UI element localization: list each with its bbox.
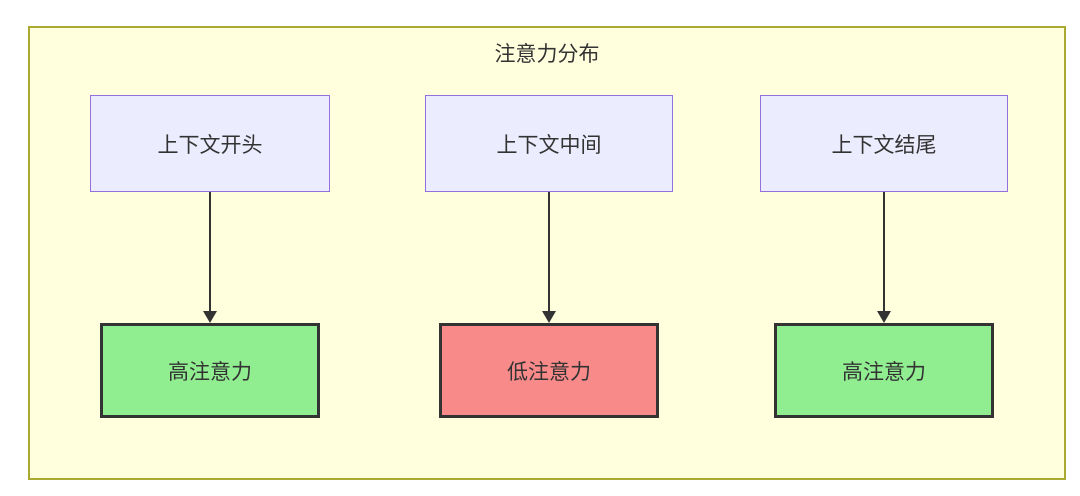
diagram-column-end: 上下文结尾 高注意力 bbox=[760, 95, 1008, 418]
node-high-attention-end: 高注意力 bbox=[774, 323, 994, 418]
arrow-head-icon bbox=[542, 311, 556, 323]
arrow-down-connector bbox=[203, 192, 217, 323]
arrow-line bbox=[209, 192, 211, 311]
arrow-head-icon bbox=[877, 311, 891, 323]
arrow-head-icon bbox=[203, 311, 217, 323]
diagram-column-middle: 上下文中间 低注意力 bbox=[425, 95, 673, 418]
node-context-middle: 上下文中间 bbox=[425, 95, 673, 192]
arrow-down-connector bbox=[542, 192, 556, 323]
arrow-line bbox=[548, 192, 550, 311]
node-context-start: 上下文开头 bbox=[90, 95, 330, 192]
arrow-line bbox=[883, 192, 885, 311]
node-low-attention-middle: 低注意力 bbox=[439, 323, 659, 418]
node-context-end: 上下文结尾 bbox=[760, 95, 1008, 192]
diagram-title: 注意力分布 bbox=[494, 43, 600, 66]
arrow-down-connector bbox=[877, 192, 891, 323]
subgraph-attention-distribution: 注意力分布 上下文开头 高注意力 上下文中间 低注意力 上下文结尾 高注意力 bbox=[28, 26, 1066, 480]
node-high-attention-start: 高注意力 bbox=[100, 323, 320, 418]
diagram-column-start: 上下文开头 高注意力 bbox=[90, 95, 330, 418]
